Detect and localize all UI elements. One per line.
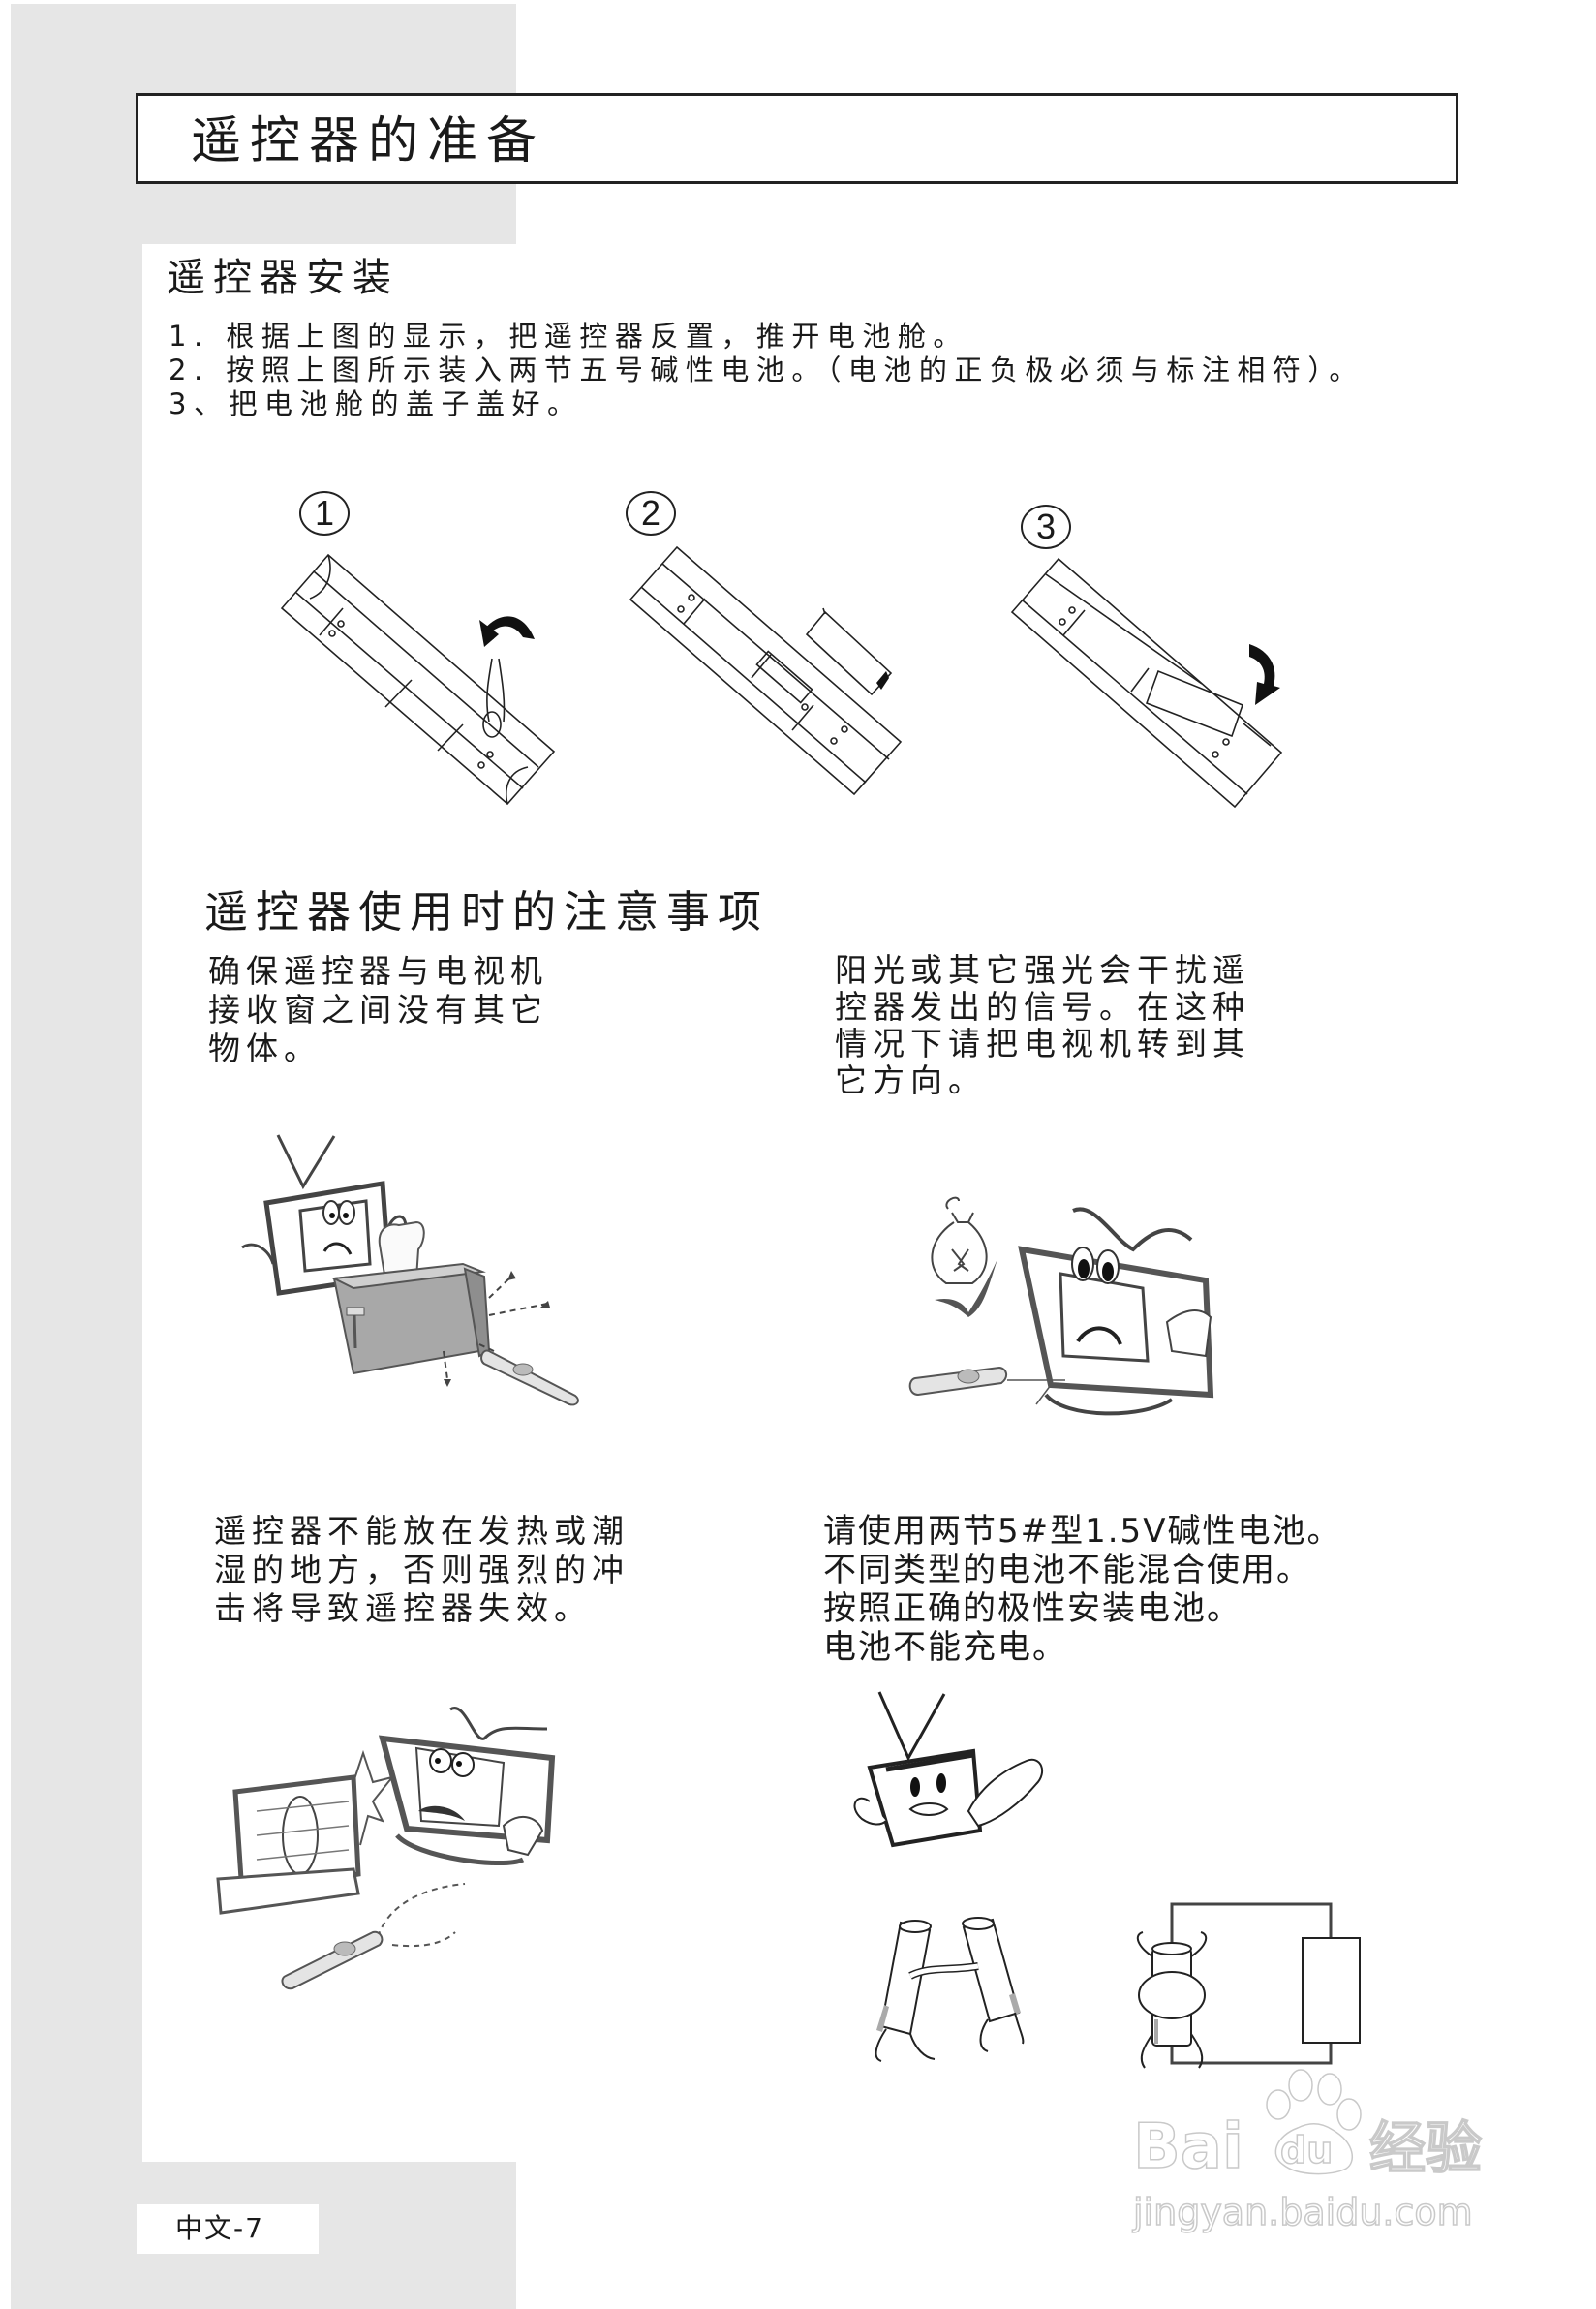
watermark-url: jingyan.baidu.com <box>1132 2190 1473 2234</box>
caution-1-line-1: 确保遥控器与电视机 <box>208 952 548 990</box>
caution-3-line-1: 遥控器不能放在发热或潮 <box>214 1512 629 1550</box>
page-title: 遥控器的准备 <box>191 112 546 170</box>
left-gray-strip <box>11 244 142 2162</box>
caution-3-line-3: 击将导致遥控器失效。 <box>214 1589 592 1627</box>
cautions-heading: 遥控器使用时的注意事项 <box>204 886 770 938</box>
install-step-2: 2. 按照上图所示装入两节五号碱性电池。（电池的正负极必须与标注相符）。 <box>169 354 1365 386</box>
caution-1-text: 确保遥控器与电视机 接收窗之间没有其它 物体。 <box>208 952 548 1068</box>
page-title-box: 遥控器的准备 <box>136 93 1458 184</box>
install-heading: 遥控器安装 <box>167 256 399 300</box>
page-number-label: 中文-7 <box>137 2204 319 2254</box>
caution-2-line-2: 控器发出的信号。在这种 <box>835 988 1250 1026</box>
watermark-brand-right: 经验 <box>1368 2115 1483 2181</box>
install-step-1: 1. 根据上图的显示，把遥控器反置，推开电池舱。 <box>169 320 968 353</box>
caution-3-line-2: 湿的地方，否则强烈的冲 <box>214 1551 629 1588</box>
caution-4-line-3: 按照正确的极性安装电池。 <box>823 1589 1242 1628</box>
figure-number-3: 3 <box>1021 505 1071 549</box>
install-step-3: 3、把电池舱的盖子盖好。 <box>169 387 583 420</box>
caution-1-line-2: 接收窗之间没有其它 <box>208 991 548 1029</box>
caution-2-line-1: 阳光或其它强光会干扰遥 <box>835 951 1250 989</box>
caution-4-line-1: 请使用两节5#型1.5V碱性电池。 <box>823 1512 1342 1551</box>
caution-2-text: 阳光或其它强光会干扰遥 控器发出的信号。在这种 情况下请把电视机转到其 它方向。 <box>835 952 1250 1099</box>
caution-4-text: 请使用两节5#型1.5V碱性电池。 不同类型的电池不能混合使用。 按照正确的极性… <box>823 1512 1341 1667</box>
caution-4-line-2: 不同类型的电池不能混合使用。 <box>823 1551 1311 1589</box>
caution-4-line-4: 电池不能充电。 <box>823 1628 1067 1667</box>
figure-number-2: 2 <box>626 491 676 536</box>
caution-1-line-3: 物体。 <box>208 1030 322 1067</box>
caution-2-line-3: 情况下请把电视机转到其 <box>835 1025 1250 1062</box>
baidu-paw-icon <box>1266 2069 1362 2175</box>
watermark-brand-left: Bai <box>1132 2111 1243 2183</box>
figure-number-1: 1 <box>299 491 350 536</box>
caution-2-line-4: 它方向。 <box>835 1062 986 1099</box>
install-steps: 1. 根据上图的显示，把遥控器反置，推开电池舱。 2. 按照上图所示装入两节五号… <box>169 320 1365 421</box>
watermark-brand-paw: du <box>1279 2128 1334 2172</box>
page-number-text: 中文-7 <box>175 2212 264 2244</box>
caution-3-text: 遥控器不能放在发热或潮 湿的地方，否则强烈的冲 击将导致遥控器失效。 <box>214 1512 629 1628</box>
